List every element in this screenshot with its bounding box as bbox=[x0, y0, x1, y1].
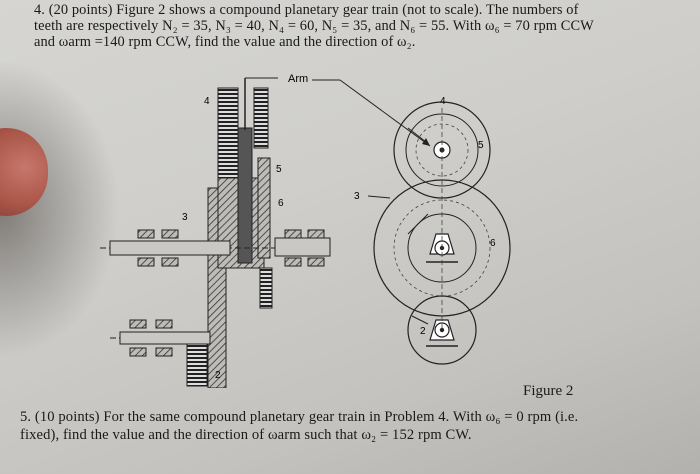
figure-caption: Figure 2 bbox=[523, 383, 574, 399]
figure-2-gear-train-diagram: Arm 4 3 5 6 2 bbox=[100, 73, 511, 388]
label-side-2: 2 bbox=[215, 370, 221, 381]
label-arm: Arm bbox=[288, 73, 308, 85]
label-side-6: 6 bbox=[278, 198, 284, 209]
label-side-3: 3 bbox=[182, 212, 188, 223]
problem-5-text: 5. (10 points) For the same compound pla… bbox=[20, 408, 578, 444]
problem-5-line-1: 5. (10 points) For the same compound pla… bbox=[20, 409, 579, 425]
problem-4-line-3: and ωarm =140 rpm CCW, find the value an… bbox=[34, 34, 416, 50]
problem-4-text: 4. (20 points) Figure 2 shows a compound… bbox=[34, 2, 594, 50]
front-view bbox=[367, 101, 511, 365]
problem-5-line-2: fixed), find the value and the direction… bbox=[20, 427, 472, 443]
label-front-5: 5 bbox=[478, 140, 484, 151]
label-front-3: 3 bbox=[354, 191, 360, 202]
label-front-2: 2 bbox=[420, 326, 426, 337]
problem-4-line-2: teeth are respectively N₂ = 35, N₃ = 40,… bbox=[34, 18, 594, 34]
problem-4-line-1: 4. (20 points) Figure 2 shows a compound… bbox=[34, 2, 579, 18]
label-side-4: 4 bbox=[204, 96, 210, 107]
label-front-4: 4 bbox=[440, 96, 446, 107]
side-view bbox=[100, 77, 331, 388]
label-side-5: 5 bbox=[276, 164, 282, 175]
label-front-6: 6 bbox=[490, 238, 496, 249]
